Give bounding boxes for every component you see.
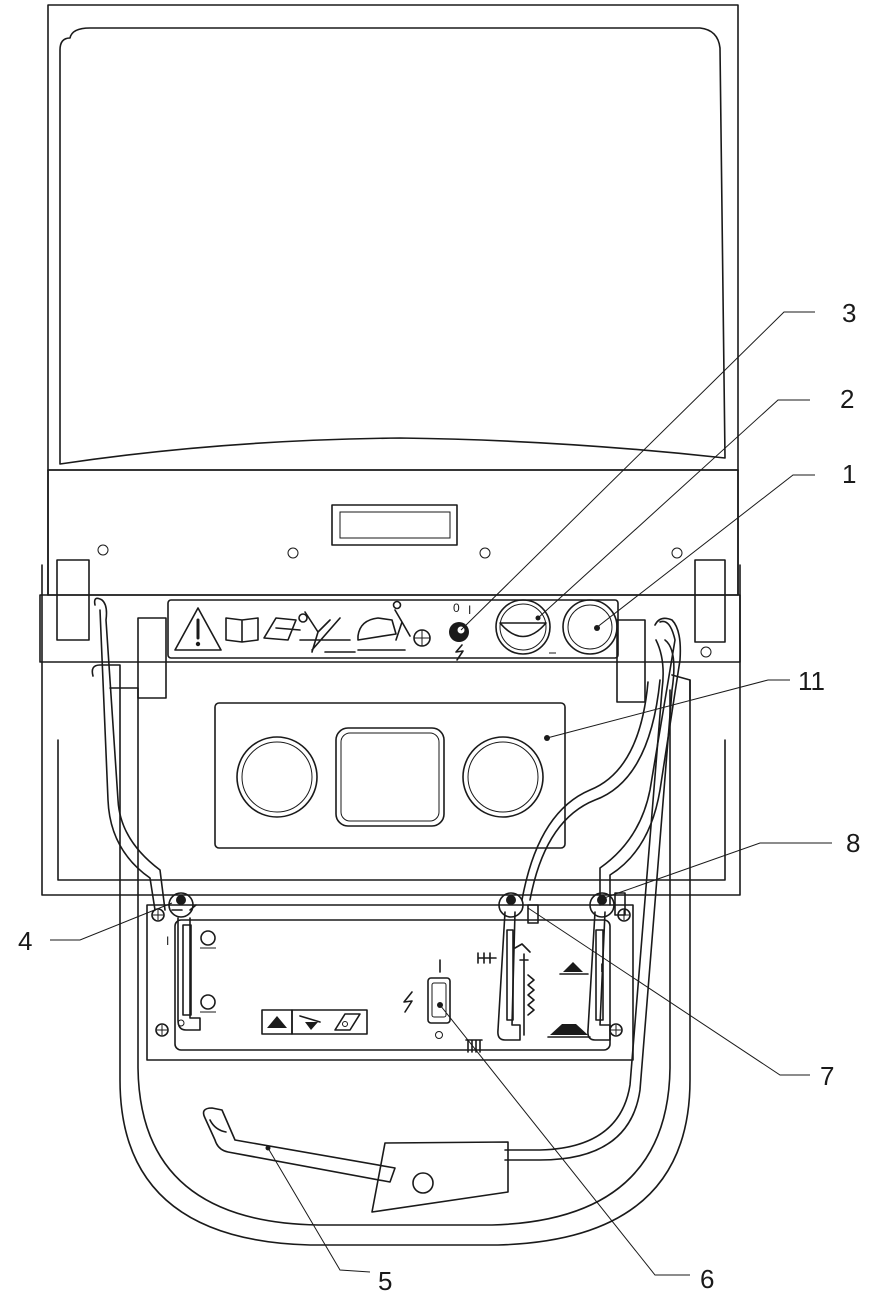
leader-6 <box>439 1004 690 1276</box>
indicator-lamp <box>562 599 618 655</box>
lever-panel <box>146 904 634 1061</box>
instrument-strip: 0 I <box>167 599 619 661</box>
lightning-icon <box>403 991 413 1013</box>
bolt-3 <box>479 547 491 559</box>
callout-11: 11 <box>798 666 825 696</box>
callout-4: 4 <box>18 926 32 956</box>
lever-4[interactable]: I <box>166 892 216 1031</box>
ignition-key-switch[interactable]: 0 I <box>449 601 471 661</box>
leader-7 <box>527 907 810 1076</box>
callout-2: 2 <box>840 384 854 414</box>
side-brackets <box>39 559 741 703</box>
callout-7: 7 <box>820 1061 834 1091</box>
screw-3 <box>155 1023 169 1037</box>
lever-7[interactable] <box>465 892 539 1053</box>
gear-icon <box>200 994 216 1010</box>
callout-3: 3 <box>842 298 856 328</box>
screw-4 <box>609 1023 623 1037</box>
crush-hazard-icon <box>357 600 411 651</box>
lever-8-on-label: I <box>600 961 603 975</box>
handle-frame <box>91 664 691 1246</box>
bolt-1 <box>97 544 109 556</box>
bolt-4 <box>671 547 683 559</box>
manual-book-icon <box>225 617 259 643</box>
leader-5 <box>267 1147 371 1273</box>
callout-1: 1 <box>842 459 856 489</box>
gear-icon <box>200 930 216 946</box>
callout-8: 8 <box>846 828 860 858</box>
warning-triangle-icon <box>174 607 222 651</box>
callout-labels: 1 2 3 11 8 7 4 6 5 <box>18 298 860 1296</box>
leader-8 <box>603 842 832 899</box>
switch-on-label: I <box>468 603 471 617</box>
lever-4-on-label: I <box>166 934 169 948</box>
leader-lines <box>50 311 832 1276</box>
control-cables <box>93 597 682 1161</box>
display-panel <box>214 702 566 849</box>
leader-3 <box>460 311 815 631</box>
dashboard-top-bar <box>47 469 739 596</box>
top-cover <box>47 4 739 471</box>
leader-4 <box>50 902 173 941</box>
gloves-icon <box>263 617 301 641</box>
toggle-switch-6[interactable] <box>403 959 451 1039</box>
leader-1 <box>595 474 815 629</box>
fuel-gauge <box>495 599 556 655</box>
lightning-icon <box>455 644 464 661</box>
pinch-hazard-icon <box>298 611 356 653</box>
foot-pedal[interactable] <box>202 1107 509 1213</box>
drive-decal <box>261 1009 368 1035</box>
leader-2 <box>537 399 810 619</box>
callout-6: 6 <box>700 1264 714 1294</box>
lever-8[interactable]: I <box>547 892 626 1041</box>
leader-11 <box>546 679 790 739</box>
callout-5: 5 <box>378 1266 392 1296</box>
bolt-2 <box>287 547 299 559</box>
switch-off-label: 0 <box>453 601 460 615</box>
